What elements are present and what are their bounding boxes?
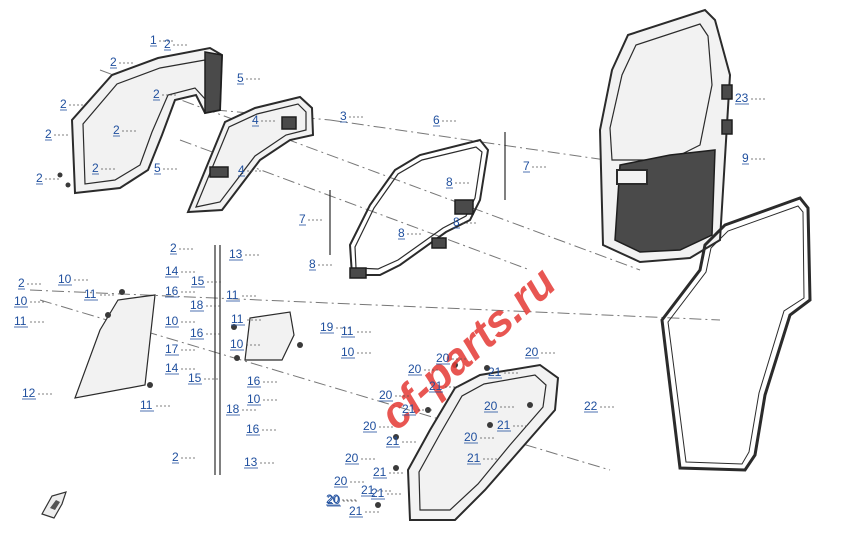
callout-21: 21 bbox=[402, 402, 416, 416]
callout-16: 16 bbox=[165, 284, 179, 298]
callout-15: 15 bbox=[191, 274, 205, 288]
callout-3: 3 bbox=[340, 109, 347, 123]
callout-2: 2 bbox=[60, 97, 67, 111]
callout-18: 18 bbox=[226, 402, 240, 416]
lower-panel bbox=[74, 245, 295, 475]
latch-bracket bbox=[281, 116, 297, 130]
hinge bbox=[431, 237, 447, 249]
callout-7: 7 bbox=[299, 212, 306, 226]
callout-13: 13 bbox=[244, 455, 258, 469]
callout-2: 2 bbox=[110, 55, 117, 69]
callout-20: 20 bbox=[345, 451, 359, 465]
callout-21: 21 bbox=[386, 434, 400, 448]
callout-8: 8 bbox=[446, 175, 453, 189]
callout-5: 5 bbox=[154, 161, 161, 175]
callout-21: 21 bbox=[497, 418, 511, 432]
callout-18: 18 bbox=[190, 298, 204, 312]
arrow-front-icon bbox=[41, 491, 67, 519]
door-seal bbox=[660, 196, 812, 472]
callout-20: 20 bbox=[327, 493, 341, 507]
door-frame-tube bbox=[329, 132, 506, 279]
callout-16: 16 bbox=[247, 374, 261, 388]
callout-2: 2 bbox=[153, 87, 160, 101]
door-assembly bbox=[598, 8, 733, 264]
callout-7: 7 bbox=[523, 159, 530, 173]
callout-20: 20 bbox=[408, 362, 422, 376]
callout-2: 2 bbox=[18, 276, 25, 290]
callout-6: 6 bbox=[433, 113, 440, 127]
callout-20: 20 bbox=[379, 388, 393, 402]
callout-2: 2 bbox=[172, 450, 179, 464]
callout-21: 21 bbox=[361, 483, 375, 497]
callout-20: 20 bbox=[525, 345, 539, 359]
callout-10: 10 bbox=[230, 337, 244, 351]
callout-11: 11 bbox=[341, 324, 354, 338]
hinge bbox=[349, 267, 367, 279]
callout-8: 8 bbox=[453, 215, 460, 229]
callout-20: 20 bbox=[326, 492, 340, 506]
callout-20: 20 bbox=[363, 419, 377, 433]
callout-19: 19 bbox=[320, 320, 334, 334]
callout-10: 10 bbox=[14, 294, 28, 308]
callout-11: 11 bbox=[140, 398, 153, 412]
callout-14: 14 bbox=[165, 361, 179, 375]
callout-4: 4 bbox=[238, 163, 245, 177]
callout-2: 2 bbox=[170, 241, 177, 255]
callout-1: 1 bbox=[150, 33, 157, 47]
callout-11: 11 bbox=[14, 314, 27, 328]
window-glass bbox=[186, 95, 315, 214]
callout-2: 2 bbox=[113, 123, 120, 137]
hinge bbox=[721, 119, 733, 135]
callout-10: 10 bbox=[165, 314, 179, 328]
hinge bbox=[454, 199, 474, 215]
callout-11: 11 bbox=[231, 312, 244, 326]
callout-20: 20 bbox=[436, 351, 450, 365]
callout-10: 10 bbox=[247, 392, 261, 406]
callout-21: 21 bbox=[371, 486, 385, 500]
callout-10: 10 bbox=[341, 345, 355, 359]
callout-8: 8 bbox=[398, 226, 405, 240]
callout-21: 21 bbox=[429, 379, 443, 393]
callout-12: 12 bbox=[22, 386, 36, 400]
callout-13: 13 bbox=[229, 247, 243, 261]
callout-14: 14 bbox=[165, 264, 179, 278]
callout-8: 8 bbox=[309, 257, 316, 271]
callout-4: 4 bbox=[252, 113, 259, 127]
callout-20: 20 bbox=[334, 474, 348, 488]
callout-2: 2 bbox=[92, 161, 99, 175]
lower-door-frame bbox=[406, 363, 560, 521]
callout-21: 21 bbox=[467, 451, 481, 465]
callout-21: 21 bbox=[373, 465, 387, 479]
hinge bbox=[721, 84, 733, 100]
callout-22: 22 bbox=[584, 399, 598, 413]
callout-11: 11 bbox=[226, 288, 239, 302]
callout-20: 20 bbox=[464, 430, 478, 444]
latch-bracket bbox=[209, 166, 229, 178]
callout-9: 9 bbox=[742, 151, 749, 165]
callout-2: 2 bbox=[45, 127, 52, 141]
callout-11: 11 bbox=[84, 287, 97, 301]
callout-21: 21 bbox=[349, 504, 363, 518]
callout-2: 2 bbox=[36, 171, 43, 185]
callout-2: 2 bbox=[164, 37, 171, 51]
callout-10: 10 bbox=[58, 272, 72, 286]
callout-15: 15 bbox=[188, 371, 202, 385]
callout-5: 5 bbox=[237, 71, 244, 85]
callout-16: 16 bbox=[190, 326, 204, 340]
callout-21: 21 bbox=[488, 365, 502, 379]
callout-16: 16 bbox=[246, 422, 260, 436]
window-frame bbox=[70, 46, 224, 195]
callout-23: 23 bbox=[735, 91, 749, 105]
door-handle bbox=[616, 169, 648, 185]
callout-17: 17 bbox=[165, 342, 179, 356]
callout-20: 20 bbox=[484, 399, 498, 413]
fastener-dots bbox=[57, 172, 533, 508]
